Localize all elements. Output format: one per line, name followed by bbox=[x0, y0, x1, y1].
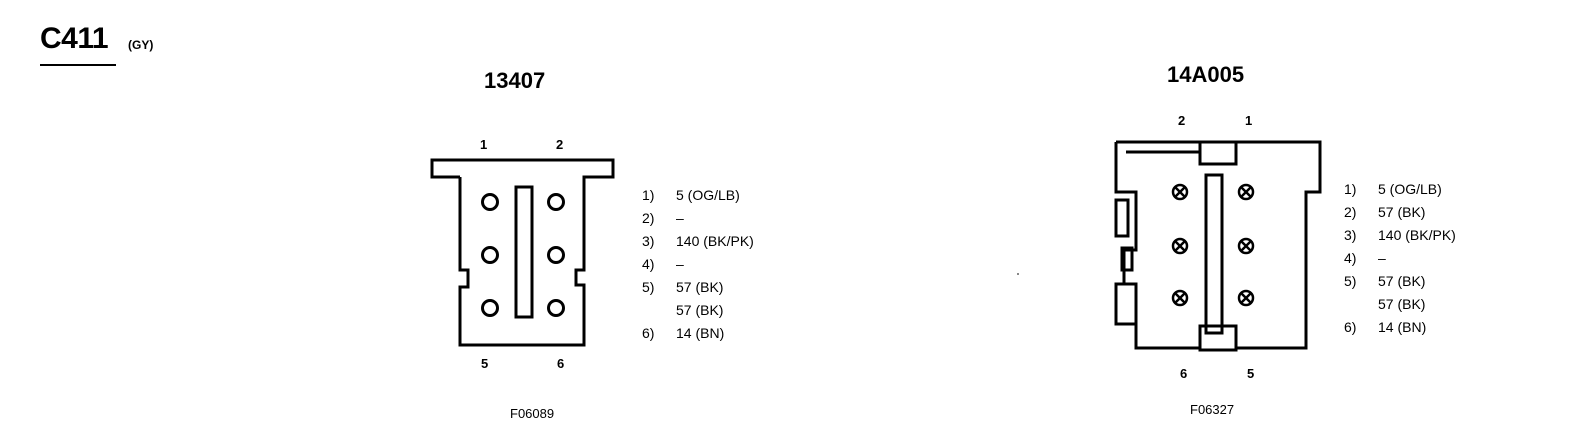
legend-pin: 4) bbox=[1344, 250, 1357, 266]
right-pin-label-bottom-5: 5 bbox=[1247, 366, 1255, 381]
title-underline bbox=[40, 64, 116, 66]
right-cavity-3 bbox=[1171, 237, 1189, 255]
right-pinout-legend: 1)5 (OG/LB) 2)57 (BK) 3)140 (BK/PK) 4)– … bbox=[1344, 178, 1456, 339]
legend-circuit: 14 (BN) bbox=[1378, 319, 1427, 335]
legend-row: 3) 140 (BK/PK) bbox=[642, 230, 754, 253]
right-pin-label-top-1: 1 bbox=[1245, 113, 1253, 128]
legend-row: 1) 5 (OG/LB) bbox=[1344, 178, 1456, 201]
left-pin-label-top-2: 2 bbox=[556, 137, 564, 152]
left-center-key bbox=[514, 185, 534, 319]
legend-circuit: 5 (OG/LB) bbox=[676, 187, 740, 203]
legend-pin: 3) bbox=[1344, 227, 1357, 243]
left-pin-label-bottom-5: 5 bbox=[481, 356, 489, 371]
legend-pin: 6) bbox=[642, 325, 655, 341]
left-part-number: 13407 bbox=[484, 68, 546, 93]
legend-pin: 5) bbox=[642, 279, 655, 295]
legend-row: 4) – bbox=[642, 253, 754, 276]
legend-row: 4) – bbox=[1344, 247, 1456, 270]
legend-row: 6) 14 (BN) bbox=[642, 322, 754, 345]
legend-row: 5) 57 (BK) bbox=[642, 276, 754, 299]
legend-row: 2) 57 (BK) bbox=[1344, 201, 1456, 224]
right-cavity-1 bbox=[1171, 183, 1189, 201]
left-cavity-1 bbox=[481, 193, 499, 211]
right-cavity-5 bbox=[1171, 289, 1189, 307]
legend-row: 57 (BK) bbox=[1344, 293, 1456, 316]
connector-id-title: C411 bbox=[40, 22, 109, 55]
left-pinout-legend: 1) 5 (OG/LB) 2) – 3) 140 (BK/PK) 4) – 5) 57 (… bbox=[642, 184, 754, 345]
right-pin-label-top-2: 2 bbox=[1178, 113, 1186, 128]
left-connector-face bbox=[430, 158, 615, 347]
right-connector-face bbox=[1114, 140, 1322, 352]
left-cavity-5 bbox=[481, 299, 499, 317]
right-side-rib-upper bbox=[1114, 198, 1130, 238]
left-cavity-4 bbox=[547, 246, 565, 264]
left-cavity-3 bbox=[481, 246, 499, 264]
legend-row: 2) – bbox=[642, 207, 754, 230]
legend-circuit: 57 (BK) bbox=[676, 302, 724, 318]
legend-circuit: 14 (BN) bbox=[676, 325, 725, 341]
legend-circuit: 57 (BK) bbox=[1378, 204, 1426, 220]
legend-circuit: 57 (BK) bbox=[1378, 296, 1426, 312]
legend-row: 5) 57 (BK) bbox=[1344, 270, 1456, 293]
left-figure-id: F06089 bbox=[510, 406, 555, 421]
right-cavity-6 bbox=[1237, 289, 1255, 307]
left-pin-label-top-1: 1 bbox=[480, 137, 488, 152]
legend-circuit: – bbox=[676, 256, 684, 272]
right-top-latch bbox=[1198, 140, 1238, 166]
right-figure-id: F06327 bbox=[1190, 402, 1235, 417]
legend-pin bbox=[1344, 293, 1378, 316]
legend-pin: 4) bbox=[642, 256, 655, 272]
right-side-rib-lower bbox=[1114, 282, 1138, 326]
left-pin-label-bottom-6: 6 bbox=[557, 356, 565, 371]
left-connector-outline bbox=[430, 158, 615, 347]
right-pin-label-bottom-6: 6 bbox=[1180, 366, 1188, 381]
legend-circuit: 57 (BK) bbox=[1378, 273, 1426, 289]
left-cavity-2 bbox=[547, 193, 565, 211]
legend-circuit: – bbox=[1378, 250, 1386, 266]
legend-circuit: 5 (OG/LB) bbox=[1378, 181, 1442, 197]
legend-pin: 2) bbox=[1344, 204, 1357, 220]
connector-color-code: (GY) bbox=[128, 38, 154, 52]
left-cavity-6 bbox=[547, 299, 565, 317]
right-part-number: 14A005 bbox=[1167, 62, 1245, 87]
legend-row: 57 (BK) bbox=[642, 299, 754, 322]
right-cavity-4 bbox=[1237, 237, 1255, 255]
right-cavity-2 bbox=[1237, 183, 1255, 201]
legend-pin: 1) bbox=[642, 187, 655, 203]
legend-pin: 3) bbox=[642, 233, 655, 249]
scan-artifact-dot bbox=[1017, 273, 1019, 275]
right-side-rib-middle bbox=[1120, 246, 1134, 272]
legend-row: 6) 14 (BN) bbox=[1344, 316, 1456, 339]
legend-circuit: 140 (BK/PK) bbox=[1378, 227, 1456, 243]
right-connector-outer-outline bbox=[1114, 140, 1322, 350]
legend-pin bbox=[642, 299, 676, 322]
legend-row: 3) 140 (BK/PK) bbox=[1344, 224, 1456, 247]
legend-pin: 1) bbox=[1344, 181, 1357, 197]
legend-pin: 2) bbox=[642, 210, 655, 226]
legend-pin: 6) bbox=[1344, 319, 1357, 335]
right-center-key bbox=[1204, 173, 1224, 335]
legend-circuit: – bbox=[676, 210, 684, 226]
legend-row: 1) 5 (OG/LB) bbox=[642, 184, 754, 207]
legend-pin: 5) bbox=[1344, 273, 1357, 289]
legend-circuit: 140 (BK/PK) bbox=[676, 233, 754, 249]
legend-circuit: 57 (BK) bbox=[676, 279, 724, 295]
